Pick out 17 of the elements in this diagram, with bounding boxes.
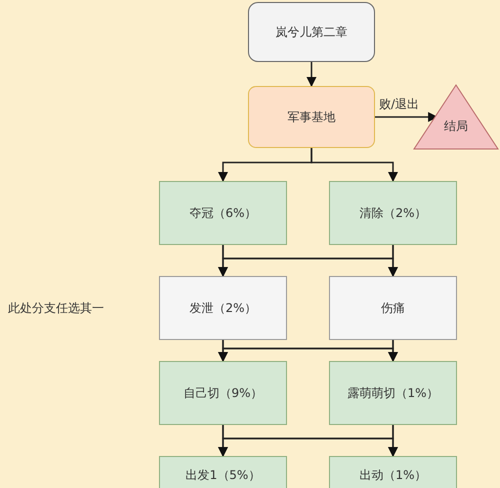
outcome-box: 出动（1%） [329, 456, 457, 488]
edge-label: 败/退出 [379, 96, 420, 113]
outcome-box: 出发1（5%） [159, 456, 287, 488]
outcome-box: 自己切（9%） [159, 361, 287, 425]
branch-box: 发泄（2%） [159, 276, 287, 340]
arrow [388, 245, 398, 277]
arrow [388, 340, 398, 362]
note-text: 此处分支任选其一 [8, 300, 104, 317]
arrow [306, 62, 316, 87]
start-box: 岚兮儿第二章 [248, 2, 375, 62]
arrow [388, 425, 398, 457]
arrow [310, 148, 398, 182]
outcome-box: 夺冠（6%） [159, 181, 287, 245]
outcome-box: 清除（2%） [329, 181, 457, 245]
outcome-box: 露萌萌切（1%） [329, 361, 457, 425]
branch-box: 伤痛 [329, 276, 457, 340]
process-box: 军事基地 [248, 86, 375, 148]
